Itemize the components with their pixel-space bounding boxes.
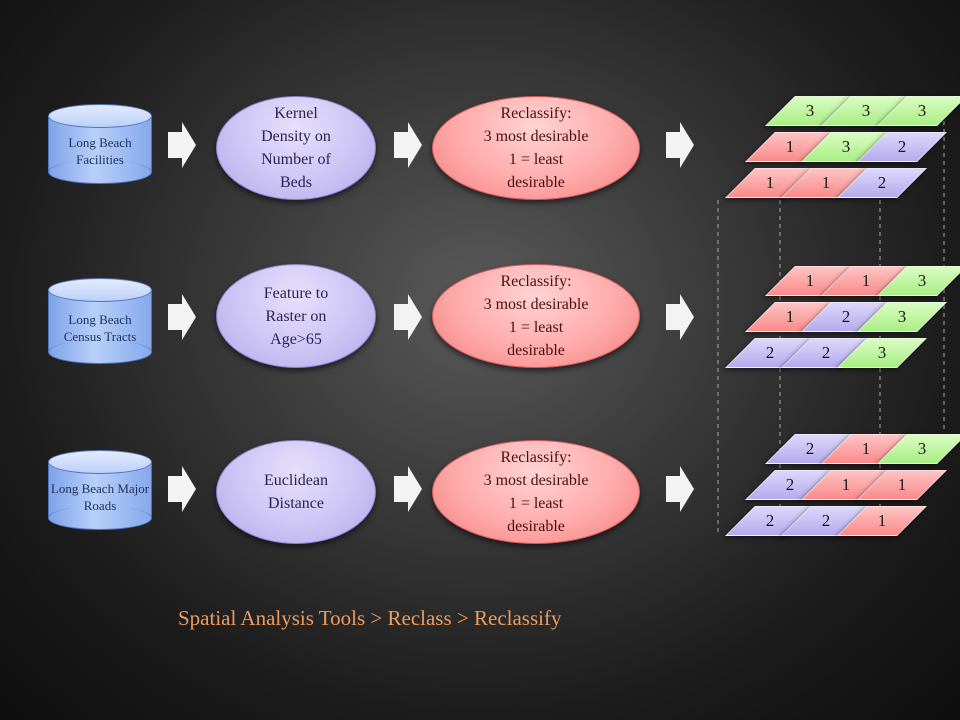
grid-cell-value: 2 (897, 137, 907, 156)
grid-cell-value: 2 (877, 173, 887, 192)
arrow-icon (666, 122, 694, 168)
input-label: Long Beach Census Tracts (63, 312, 137, 344)
input-cylinder-facilities: Long Beach Facilities (48, 104, 152, 184)
arrow-icon (666, 466, 694, 512)
input-cylinder-major-roads: Long Beach Major Roads (48, 450, 152, 530)
input-label: Long Beach Facilities (68, 135, 132, 167)
arrow-icon (394, 466, 422, 512)
grid-cell-value: 3 (897, 307, 907, 326)
input-label: Long Beach Major Roads (50, 481, 150, 513)
arrow-icon (394, 122, 422, 168)
grid-cell-value: 1 (897, 475, 907, 494)
arrow-icon (168, 466, 196, 512)
grid-cell-value: 3 (917, 101, 927, 120)
grid-cell-value: 3 (917, 439, 927, 458)
grid-cell-value: 3 (877, 343, 887, 362)
caption: Spatial Analysis Tools > Reclass > Recla… (178, 606, 562, 630)
grid-cell-value: 1 (877, 511, 887, 530)
arrow-icon (394, 294, 422, 340)
arrow-icon (666, 294, 694, 340)
arrow-icon (168, 122, 196, 168)
input-cylinder-census-tracts: Long Beach Census Tracts (48, 278, 152, 364)
arrow-icon (168, 294, 196, 340)
grid-cell-value: 3 (917, 271, 927, 290)
